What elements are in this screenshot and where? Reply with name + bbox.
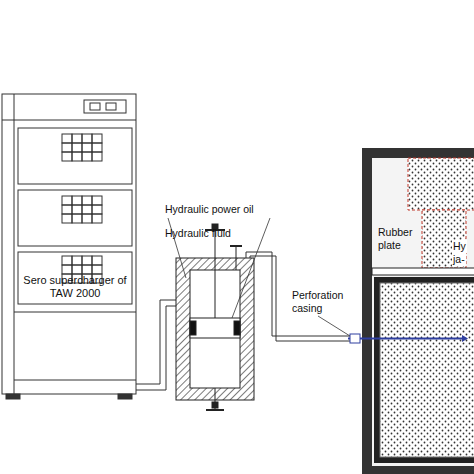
panel-grid	[92, 134, 102, 143]
panel-grid	[82, 143, 92, 152]
loading-frame	[362, 148, 474, 474]
panel-grid	[82, 205, 92, 214]
panel-grid	[92, 205, 102, 214]
panel-grid	[82, 214, 92, 223]
panel-grid	[92, 265, 102, 274]
supercharger-cabinet	[2, 94, 136, 399]
part-label: Hy	[452, 240, 467, 253]
supply-pipe	[136, 300, 176, 390]
cabinet-box: Sero supercharger of TAW 2000	[2, 94, 136, 394]
panel-grid	[82, 265, 92, 274]
panel-grid	[72, 134, 82, 143]
panel-grid	[82, 152, 92, 161]
rubber-plate	[372, 268, 474, 275]
panel-grid	[62, 256, 72, 265]
part-label: Rubber plate	[378, 226, 422, 252]
part-label: Hydraulic power oil	[165, 203, 254, 216]
panel-grid	[82, 256, 92, 265]
panel-grid	[62, 265, 72, 274]
panel-grid	[72, 143, 82, 152]
part-label: ja-	[452, 253, 466, 266]
part-label: Perforation casing	[292, 289, 354, 315]
panel-grid	[92, 152, 102, 161]
panel-grid	[72, 196, 82, 205]
hydraulic-jack	[408, 158, 474, 268]
panel-grid	[62, 134, 72, 143]
panel-grid	[72, 214, 82, 223]
panel-grid	[92, 143, 102, 152]
panel-grid	[72, 205, 82, 214]
panel-grid	[62, 214, 72, 223]
panel-grid	[72, 265, 82, 274]
panel-grid	[72, 152, 82, 161]
panel-grid	[92, 196, 102, 205]
panel-grid	[62, 196, 72, 205]
panel-grid	[72, 256, 82, 265]
rock-specimen	[374, 277, 474, 463]
panel-grid	[62, 152, 72, 161]
panel-grid	[82, 196, 92, 205]
panel-grid	[62, 143, 72, 152]
panel-grid	[62, 205, 72, 214]
panel-grid	[92, 256, 102, 265]
panel-grid	[82, 134, 92, 143]
hydraulic-cylinder	[176, 224, 254, 410]
part-label: Hydraulic fluid	[165, 227, 231, 240]
panel-grid	[92, 214, 102, 223]
device-label: Sero supercharger of TAW 2000	[18, 274, 132, 300]
perforation-casing	[348, 334, 468, 343]
